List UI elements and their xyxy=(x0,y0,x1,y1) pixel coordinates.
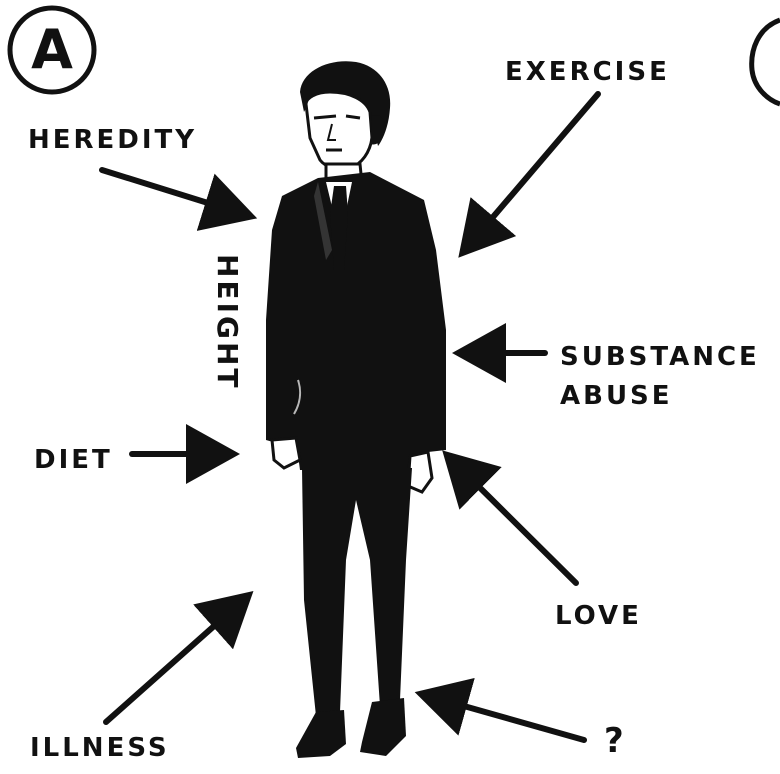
label-exercise: EXERCISE xyxy=(505,57,670,87)
label-substance: SUBSTANCE xyxy=(560,342,760,372)
label-question: ? xyxy=(604,721,627,761)
label-height: HEIGHT xyxy=(211,254,244,391)
next-panel-circle-fragment xyxy=(752,20,780,104)
panel-label-a: A xyxy=(10,8,94,92)
label-heredity: HEREDITY xyxy=(28,125,197,155)
label-abuse: ABUSE xyxy=(560,381,673,411)
arrow-question xyxy=(432,697,584,740)
arrow-heredity xyxy=(102,170,240,213)
arrow-love xyxy=(455,463,576,583)
label-love: LOVE xyxy=(555,601,642,631)
man-figure xyxy=(266,61,446,758)
panel-letter: A xyxy=(31,18,73,81)
arrow-exercise xyxy=(470,94,598,244)
label-illness: ILLNESS xyxy=(30,733,170,763)
label-diet: DIET xyxy=(34,445,113,475)
arrow-illness xyxy=(106,603,240,722)
